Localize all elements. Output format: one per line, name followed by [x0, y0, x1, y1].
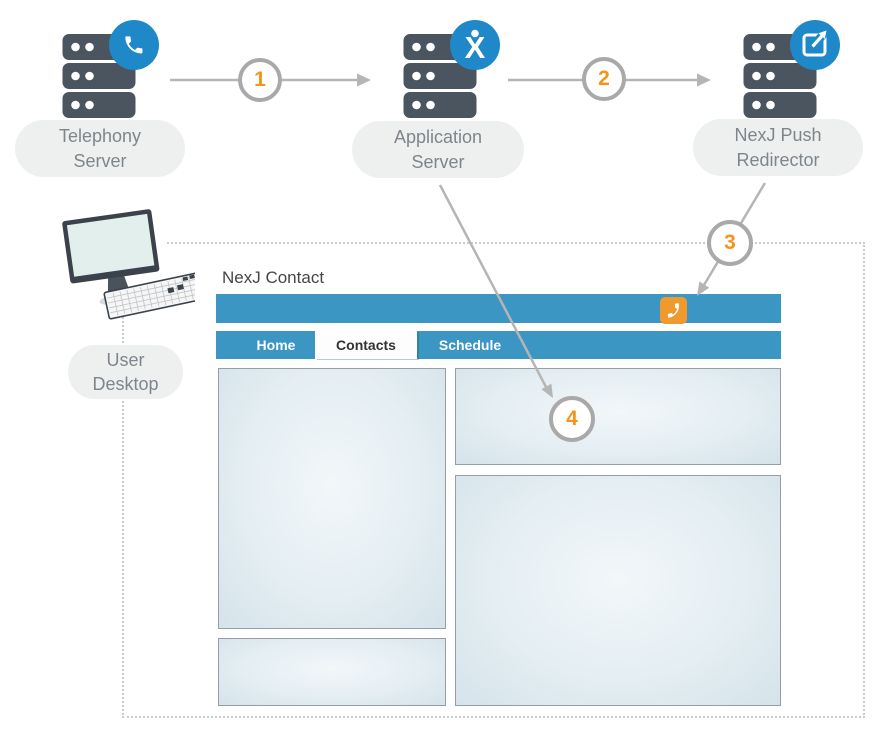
- step-circle-2: 2: [582, 57, 626, 101]
- telephony-server-label: Telephony Server: [15, 120, 185, 177]
- phone-icon: [125, 36, 143, 54]
- label-line: Application: [393, 126, 483, 147]
- app-window-title: NexJ Contact: [222, 268, 325, 287]
- tab-home[interactable]: Home: [256, 337, 296, 353]
- label-line: Telephony: [58, 125, 142, 146]
- incoming-call-button[interactable]: [660, 297, 687, 324]
- keyboard-icon: [103, 272, 195, 320]
- panel-left-bottom: [218, 638, 446, 706]
- user-desktop-label: User Desktop: [68, 345, 183, 399]
- label-line: Server: [411, 151, 465, 172]
- step-circle-3: 3: [707, 220, 753, 266]
- panel-left-main: [218, 368, 446, 629]
- label-line: NexJ Push: [734, 124, 822, 145]
- step-number: 1: [254, 68, 266, 91]
- step-number: 2: [598, 67, 610, 90]
- label-line: User: [106, 350, 145, 370]
- step-circle-4: 4: [549, 396, 595, 442]
- app-header-bar: [216, 294, 781, 323]
- application-server-label: Application Server: [352, 121, 524, 178]
- app-tab-bar: Home Contacts Schedule: [216, 331, 781, 359]
- tab-contacts[interactable]: Contacts: [315, 331, 417, 359]
- step-number: 4: [566, 407, 578, 430]
- panel-right-main: [455, 475, 781, 706]
- label-line: Server: [73, 150, 127, 171]
- nexj-person-icon: X: [465, 29, 486, 65]
- arrowhead-2: [697, 73, 711, 87]
- telephony-server-icon: [62, 20, 159, 118]
- panel-right-top: [455, 368, 781, 465]
- phone-icon: [667, 303, 679, 318]
- tab-schedule[interactable]: Schedule: [438, 337, 502, 353]
- push-redirector-label: NexJ Push Redirector: [693, 119, 863, 176]
- arrowhead-1: [357, 73, 371, 87]
- step-number: 3: [724, 231, 736, 254]
- user-desktop-illustration: [57, 209, 195, 320]
- label-line: Desktop: [92, 374, 159, 394]
- push-redirector-server-icon: [743, 20, 840, 118]
- step-circle-1: 1: [238, 58, 282, 102]
- label-line: Redirector: [736, 149, 820, 170]
- open-external-icon: [802, 25, 833, 57]
- badge-circle: [109, 20, 159, 70]
- badge-circle: [450, 20, 500, 70]
- application-server-icon: X: [403, 20, 500, 118]
- svg-text:X: X: [465, 30, 486, 65]
